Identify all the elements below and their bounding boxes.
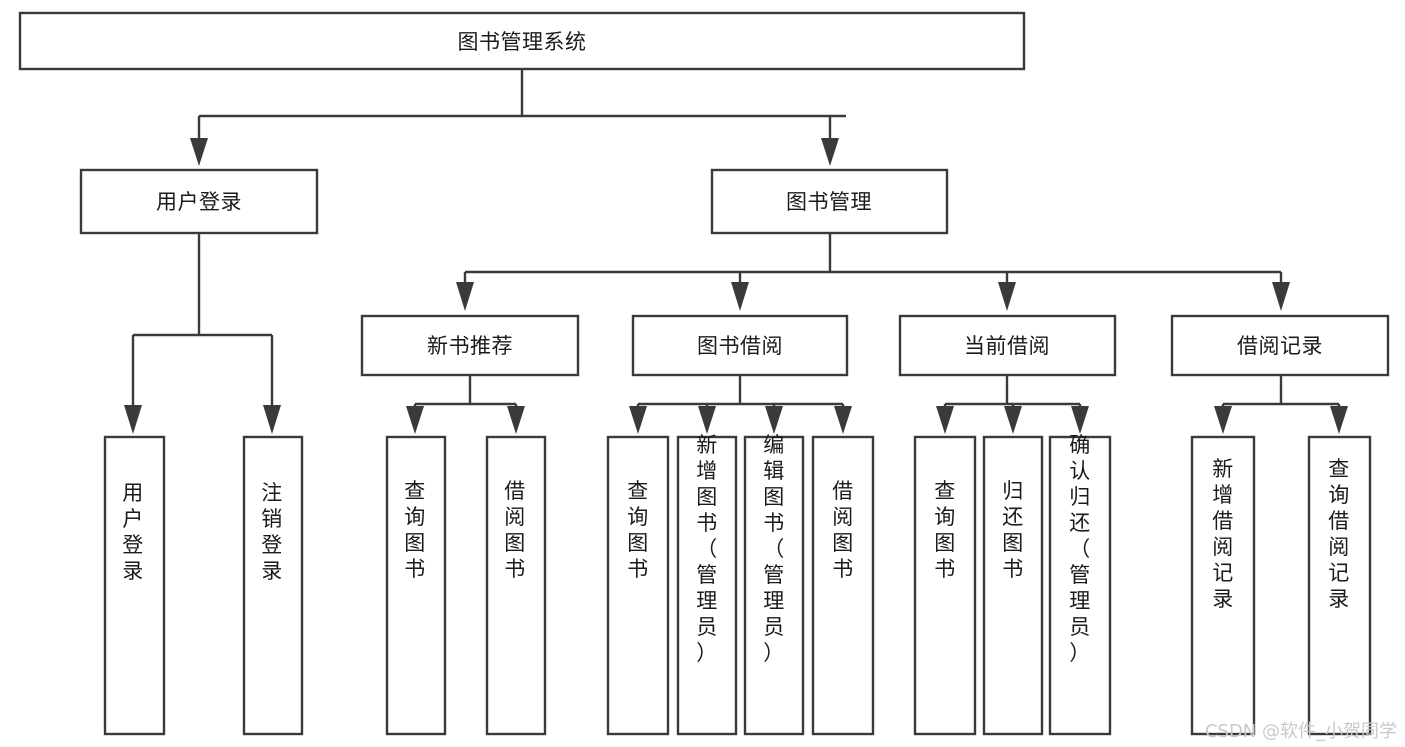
arrow-head-icon	[1071, 406, 1089, 434]
arrow-head-icon	[698, 406, 716, 434]
leaf-book-borrow-3[interactable]: 借阅图书	[811, 435, 875, 736]
leaf-borrow-record-0-label: 新增借阅记录	[1212, 457, 1234, 611]
connector-bookmgmt-to-level2	[456, 233, 1290, 311]
leaf-current-borrow-0[interactable]: 查询图书	[913, 435, 977, 736]
leaf-current-borrow-0-label: 查询图书	[934, 479, 956, 581]
leaf-book-borrow-3-label: 借阅图书	[832, 479, 854, 581]
arrow-head-icon	[834, 406, 852, 434]
arrow-head-icon	[190, 138, 208, 166]
leaf-user-login-0[interactable]: 用户登录	[103, 435, 166, 736]
arrow-head-icon	[998, 282, 1016, 311]
node-new-book-recommend-label: 新书推荐	[427, 334, 513, 358]
leaf-borrow-record-0[interactable]: 新增借阅记录	[1190, 435, 1256, 736]
connector-userlogin-to-leaves	[124, 233, 281, 434]
arrow-head-icon	[1004, 406, 1022, 434]
node-borrow-record-label: 借阅记录	[1237, 334, 1323, 358]
arrow-head-icon	[936, 406, 954, 434]
node-book-management[interactable]: 图书管理	[710, 168, 949, 235]
node-book-borrow-label: 图书借阅	[697, 334, 783, 358]
leaf-book-borrow-2[interactable]: 编辑图书（管理员）	[743, 433, 805, 736]
node-book-borrow[interactable]: 图书借阅	[631, 314, 849, 377]
watermark: CSDN @软件_小贺同学	[1204, 721, 1397, 742]
arrow-head-icon	[507, 406, 525, 434]
node-root[interactable]: 图书管理系统	[18, 11, 1026, 71]
leaf-new-book-1-label: 借阅图书	[504, 479, 526, 581]
arrow-head-icon	[1330, 406, 1348, 434]
node-borrow-record[interactable]: 借阅记录	[1170, 314, 1390, 377]
connector-root-to-level1	[190, 69, 846, 166]
connector-newbook-to-leaves	[406, 375, 525, 434]
arrow-head-icon	[406, 406, 424, 434]
leaf-borrow-record-1[interactable]: 查询借阅记录	[1307, 435, 1372, 736]
arrow-head-icon	[124, 405, 142, 434]
leaf-current-borrow-1[interactable]: 归还图书	[982, 435, 1044, 736]
connector-borrowrecord-to-leaves	[1214, 375, 1348, 434]
node-new-book-recommend[interactable]: 新书推荐	[360, 314, 580, 377]
node-user-login-label: 用户登录	[156, 190, 242, 214]
arrow-head-icon	[821, 138, 839, 166]
leaf-borrow-record-1-label: 查询借阅记录	[1328, 457, 1350, 611]
leaf-book-borrow-2-label: 编辑图书（管理员）	[763, 433, 785, 665]
leaf-book-borrow-1-label: 新增图书（管理员）	[696, 433, 718, 665]
leaf-current-borrow-2[interactable]: 确认归还（管理员）	[1048, 433, 1112, 736]
node-user-login[interactable]: 用户登录	[79, 168, 319, 235]
leaf-book-borrow-0[interactable]: 查询图书	[606, 435, 670, 736]
arrow-head-icon	[731, 282, 749, 311]
leaf-current-borrow-2-label: 确认归还（管理员）	[1069, 433, 1091, 665]
arrow-head-icon	[629, 406, 647, 434]
leaf-book-borrow-0-label: 查询图书	[627, 479, 649, 581]
node-current-borrow-label: 当前借阅	[964, 334, 1050, 358]
leaf-new-book-0[interactable]: 查询图书	[385, 435, 447, 736]
node-root-label: 图书管理系统	[458, 30, 587, 54]
arrow-head-icon	[1214, 406, 1232, 434]
connector-currentborrow-to-leaves	[936, 375, 1089, 434]
leaf-new-book-0-label: 查询图书	[404, 479, 426, 581]
arrow-head-icon	[263, 405, 281, 434]
leaf-current-borrow-1-label: 归还图书	[1002, 479, 1024, 581]
node-book-management-label: 图书管理	[786, 190, 872, 214]
arrow-head-icon	[1272, 282, 1290, 311]
arrow-head-icon	[456, 282, 474, 311]
leaf-user-login-1[interactable]: 注销登录	[242, 435, 304, 736]
leaf-new-book-1[interactable]: 借阅图书	[485, 435, 547, 736]
leaf-user-login-0-label: 用户登录	[122, 481, 144, 583]
leaf-user-login-1-label: 注销登录	[261, 481, 283, 583]
leaf-book-borrow-1[interactable]: 新增图书（管理员）	[676, 433, 738, 736]
connector-borrowbook-to-leaves	[629, 375, 852, 434]
node-current-borrow[interactable]: 当前借阅	[898, 314, 1117, 377]
arrow-head-icon	[765, 406, 783, 434]
